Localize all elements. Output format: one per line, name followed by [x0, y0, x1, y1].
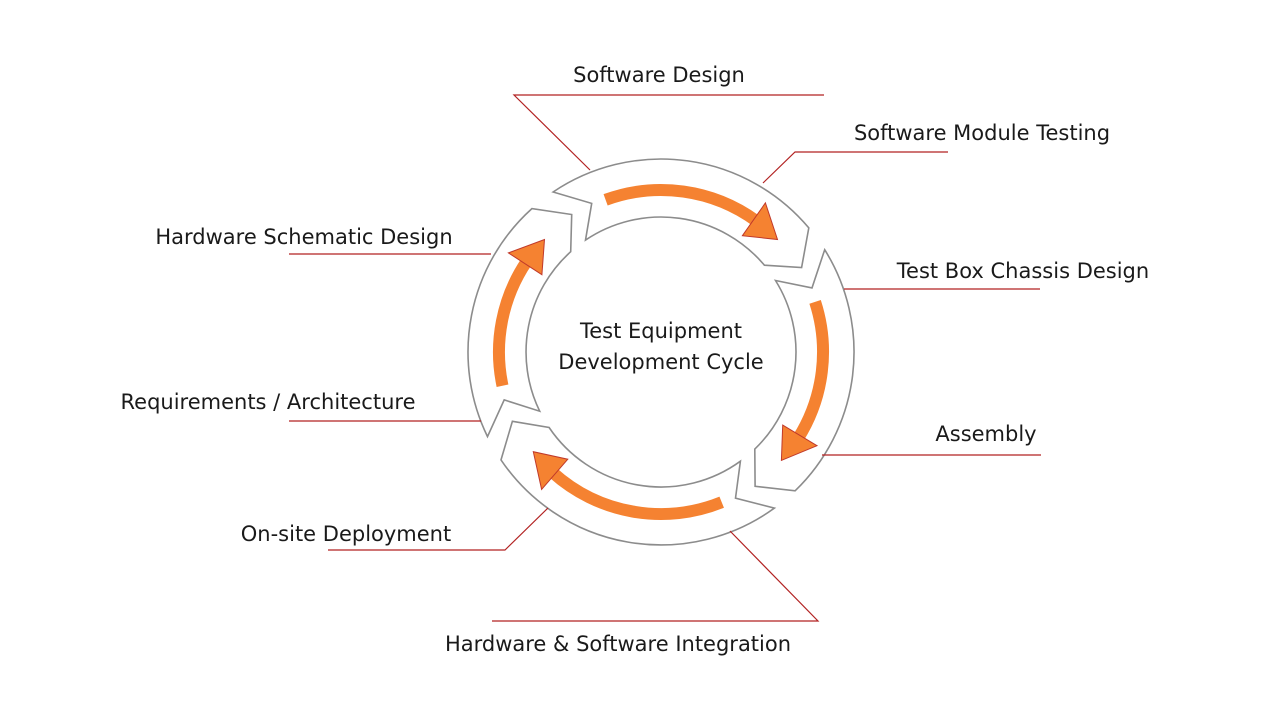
arrow-shaft-right — [793, 300, 830, 441]
ring-segment-bottom — [500, 420, 777, 546]
ring-segments — [467, 158, 855, 546]
arrow-head-bottom-icon — [532, 451, 569, 491]
center-title-line-2: Development Cycle — [558, 350, 763, 374]
leader-software-module-testing — [762, 151, 948, 184]
leader-hw-sw-integration — [492, 530, 820, 622]
ring-segment-left — [467, 207, 573, 439]
stage-label-hw-sw-integration: Hardware & Software Integration — [445, 632, 791, 656]
leader-on-site-deployment — [328, 507, 549, 551]
leader-software-design — [512, 94, 824, 171]
cycle-arrows — [493, 184, 830, 520]
stage-label-hardware-schematic-design: Hardware Schematic Design — [155, 225, 452, 249]
stage-label-requirements-architecture: Requirements / Architecture — [121, 390, 416, 414]
stage-label-test-box-chassis-design: Test Box Chassis Design — [896, 259, 1149, 283]
stage-label-on-site-deployment: On-site Deployment — [241, 522, 451, 546]
ring-segment-top — [551, 158, 810, 269]
arrow-head-top-icon — [741, 201, 779, 241]
arrow-head-left-icon — [507, 238, 546, 276]
arrow-shaft-left — [493, 258, 532, 387]
center-title-line-1: Test Equipment — [579, 319, 742, 343]
ring-segment-right — [753, 247, 855, 492]
leader-lines — [289, 94, 1041, 622]
arrow-head-right-icon — [780, 424, 819, 462]
arrow-shaft-top — [603, 184, 760, 226]
stage-label-software-module-testing: Software Module Testing — [854, 121, 1110, 145]
stage-label-assembly: Assembly — [935, 422, 1036, 446]
stage-label-software-design: Software Design — [573, 63, 745, 87]
arrow-shaft-bottom — [548, 467, 724, 520]
